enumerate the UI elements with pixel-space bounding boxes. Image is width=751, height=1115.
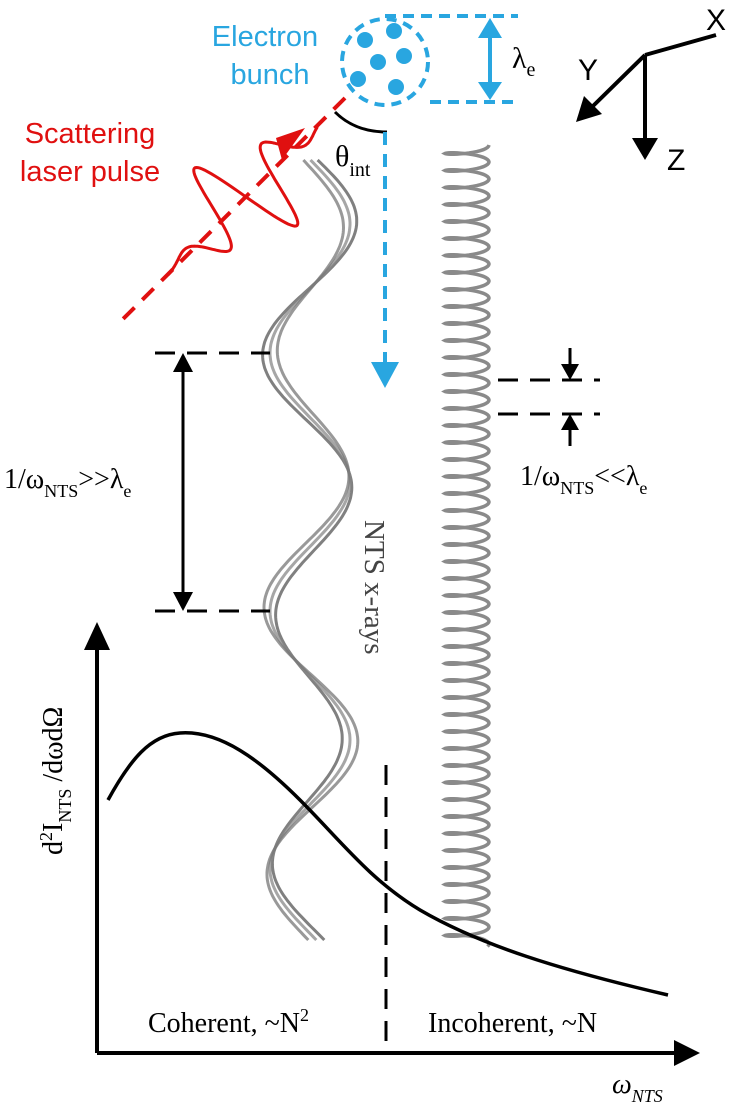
bunch-label-line2: bunch xyxy=(230,59,309,91)
bunch-size-label: λe xyxy=(512,42,536,81)
electron-dot xyxy=(370,54,386,70)
angle-label: θint xyxy=(335,140,371,181)
electron-dot xyxy=(350,71,366,87)
laser-label-line1: Scattering xyxy=(25,118,156,150)
electron-dot xyxy=(386,23,402,39)
incoherent-region-label: Incoherent, ~N xyxy=(428,1008,597,1039)
laser-label-line2: laser pulse xyxy=(20,156,160,188)
laser-wave xyxy=(167,126,319,276)
spectrum-curve xyxy=(106,731,669,997)
short-period-label: 1/ωNTS<<λe xyxy=(520,461,647,498)
plot-y-label: d2INTS /dωdΩ xyxy=(36,707,75,855)
axis-x-label: X xyxy=(706,4,726,37)
axes-3d xyxy=(576,33,717,160)
electron-direction-arrow xyxy=(371,132,399,388)
coil-strand xyxy=(441,144,491,948)
electron-dot xyxy=(388,79,404,95)
bunch-size-bracket xyxy=(385,14,518,104)
plot-x-label: ωNTS xyxy=(612,1069,663,1106)
axis-y-label: Y xyxy=(578,54,598,87)
electron-bunch xyxy=(340,17,430,107)
electron-dot xyxy=(357,32,373,48)
bunch-outline xyxy=(340,17,430,107)
laser-pulse xyxy=(118,96,347,324)
electron-dot xyxy=(396,48,412,64)
spectrum-plot xyxy=(84,622,700,1066)
short-wavelength-emission xyxy=(441,144,491,948)
long-period-label: 1/ωNTS>>λe xyxy=(4,464,131,501)
coherent-region-label: Coherent, ~N2 xyxy=(148,1005,309,1039)
angle-arc xyxy=(333,110,388,134)
helix-strand xyxy=(262,158,360,942)
axis-z-label: Z xyxy=(667,144,685,177)
long-wavelength-emission xyxy=(261,158,360,942)
beam-label: NTS x-rays xyxy=(358,520,390,655)
helix-strand xyxy=(261,158,359,942)
bunch-label-line1: Electron xyxy=(212,21,318,53)
helix-strand xyxy=(268,158,352,942)
short-period-dimension xyxy=(498,348,600,446)
long-period-dimension xyxy=(155,351,270,613)
